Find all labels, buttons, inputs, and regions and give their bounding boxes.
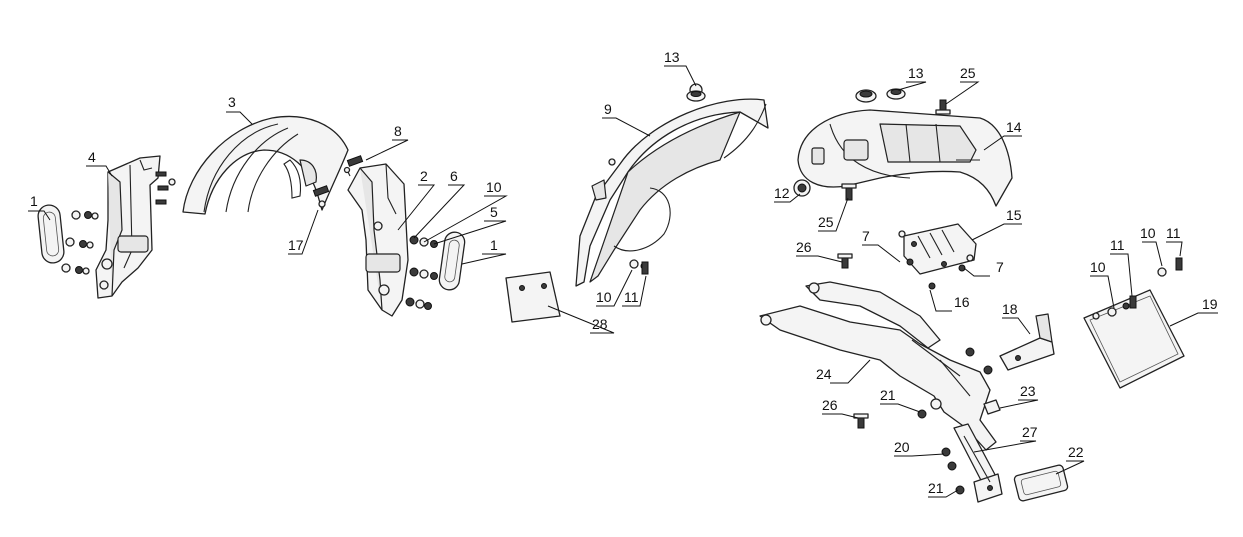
part-1-right-reflector <box>438 231 466 291</box>
callout-8: 8 <box>394 123 402 139</box>
part-13-grommet-right <box>855 88 906 103</box>
part-8-fitting <box>343 155 364 177</box>
callout-28: 28 <box>592 316 608 332</box>
callout-22: 22 <box>1068 444 1084 460</box>
callout-19: 19 <box>1202 296 1218 312</box>
part-28-mud-flap <box>505 271 561 323</box>
callout-21-a: 21 <box>880 387 896 403</box>
part-9-fasteners <box>629 259 649 275</box>
part-13-grommet-left <box>686 90 706 102</box>
part-27-lower-bracket <box>953 423 1003 503</box>
callout-17: 17 <box>288 237 304 253</box>
callout-14: 14 <box>1006 119 1022 135</box>
callout-18: 18 <box>1002 301 1018 317</box>
part-20-fasteners <box>941 447 957 471</box>
callout-11-a: 11 <box>624 289 639 305</box>
callout-15: 15 <box>1006 207 1022 223</box>
part-10-11-plate-fasteners <box>1092 257 1183 320</box>
callout-2: 2 <box>420 168 428 184</box>
callout-13-a: 13 <box>664 49 680 65</box>
part-22-rear-reflector <box>1013 464 1069 502</box>
part-3-front-fender <box>182 115 349 215</box>
callout-5: 5 <box>490 204 498 220</box>
callout-11-b: 11 <box>1110 237 1125 253</box>
callout-10-c: 10 <box>1090 259 1106 275</box>
part-24-main-bracket <box>759 281 997 451</box>
part-18-lamp-bracket <box>999 313 1055 371</box>
callout-20: 20 <box>894 439 910 455</box>
part-4-clips <box>155 171 176 205</box>
callout-13-b: 13 <box>908 65 924 81</box>
part-25-bolts <box>841 99 951 201</box>
callout-24: 24 <box>816 366 832 382</box>
part-7-16-bolts <box>898 230 974 290</box>
part-1-left-reflector <box>37 204 65 264</box>
part-6-10-fasteners <box>405 235 438 310</box>
callout-10-b: 10 <box>596 289 612 305</box>
callout-26-a: 26 <box>796 239 812 255</box>
part-4-left-bracket <box>95 155 161 299</box>
callout-1-left: 1 <box>30 193 38 209</box>
callout-10-a: 10 <box>486 179 502 195</box>
callout-21-b: 21 <box>928 480 944 496</box>
callout-labels: 1 4 3 8 17 2 6 10 5 1 9 13 10 11 28 13 2… <box>30 49 1218 496</box>
leader-lines <box>28 65 1218 498</box>
callout-16: 16 <box>954 294 970 310</box>
callout-7-a: 7 <box>862 228 870 244</box>
callout-3: 3 <box>228 94 236 110</box>
callout-23: 23 <box>1020 383 1036 399</box>
part-12-grommet <box>793 179 811 197</box>
part-21-23-fasteners <box>917 347 1001 495</box>
callout-11-c: 11 <box>1166 225 1181 241</box>
part-14-rear-fender <box>797 109 1013 207</box>
part-2-right-bracket <box>347 163 409 317</box>
callout-25-a: 25 <box>960 65 976 81</box>
callout-1-right: 1 <box>490 237 498 253</box>
callout-9: 9 <box>604 101 612 117</box>
part-26-bolts <box>837 253 869 429</box>
callout-7-b: 7 <box>996 259 1004 275</box>
callout-26-b: 26 <box>822 397 838 413</box>
callout-27: 27 <box>1022 424 1038 440</box>
callout-4: 4 <box>88 149 96 165</box>
callout-12: 12 <box>774 185 790 201</box>
callout-10-d: 10 <box>1140 225 1156 241</box>
callout-6: 6 <box>450 168 458 184</box>
callout-25-b: 25 <box>818 214 834 230</box>
part-4-fasteners <box>61 210 99 275</box>
part-15-mount-box <box>903 223 977 275</box>
part-17-fitting <box>312 185 330 208</box>
